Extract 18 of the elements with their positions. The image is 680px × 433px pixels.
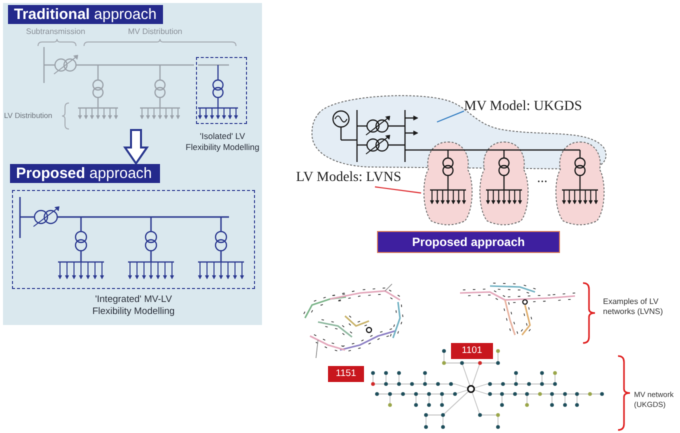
lv-model-region xyxy=(420,141,476,227)
lv-model-region xyxy=(476,141,532,227)
section-label: Subtransmission xyxy=(26,27,86,37)
frame-caption: 'Isolated' LV Flexibility Modelling xyxy=(184,131,260,154)
ellipsis: ... xyxy=(537,171,548,188)
callout-label: MV Model: UKGDS xyxy=(464,99,582,116)
heading-banner: Proposed approach xyxy=(10,164,160,183)
heading-banner: Proposed approach xyxy=(377,231,560,253)
section-label: MV Distribution xyxy=(128,27,182,37)
callout-label: LV Models: LVNS xyxy=(296,170,402,186)
leader-line xyxy=(374,186,422,194)
leader-line xyxy=(436,110,464,123)
heading-banner: Traditional approach xyxy=(8,5,163,24)
node-id-tag: 1101 xyxy=(451,343,493,359)
frame-caption: 'Integrated' MV-LV Flexibility Modelling xyxy=(91,294,176,319)
bracket-label: Examples of LV networks (LVNS) xyxy=(603,297,664,317)
node-id-tag: 1151 xyxy=(328,366,364,382)
block-arrow xyxy=(123,129,149,166)
